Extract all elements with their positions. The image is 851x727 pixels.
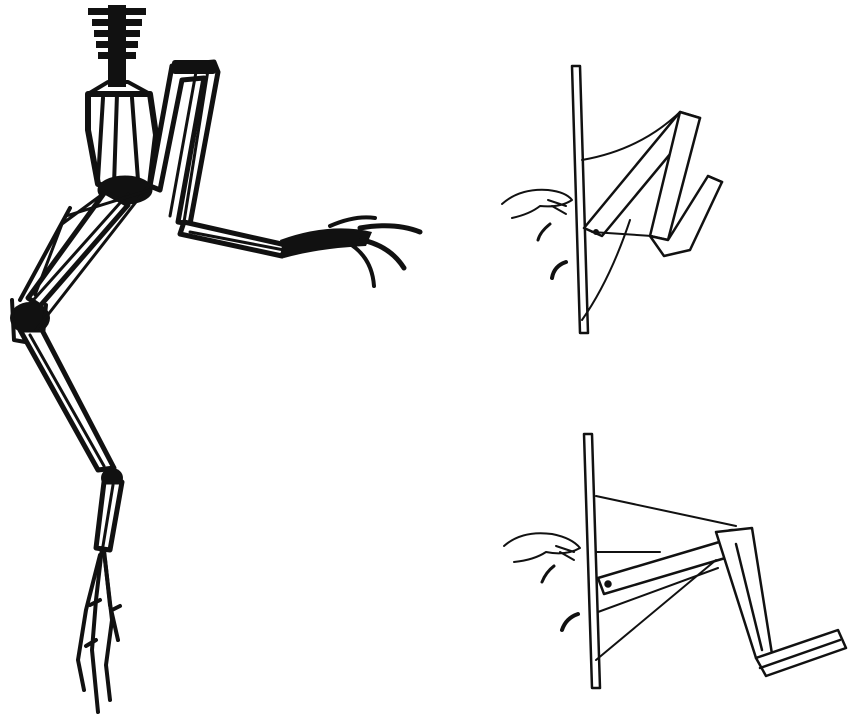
tendon-strap [150,60,286,256]
tarsometatarsus [96,482,122,550]
leg-skeleton-drawing [10,5,420,712]
board-flexed [572,66,588,333]
model-extended-drawing [504,434,846,688]
tibiotarsus [20,330,114,470]
model-flexed-drawing [502,66,722,333]
pelvis [88,82,156,204]
strap-extended [716,528,846,676]
hand-extended [504,533,580,630]
strap-foot [280,217,420,286]
board-extended [584,434,600,688]
femur [20,192,128,306]
bar-extended [598,540,732,594]
hand-flexed [502,190,572,278]
skeleton-toes [78,548,120,712]
vertebrae [88,5,146,87]
